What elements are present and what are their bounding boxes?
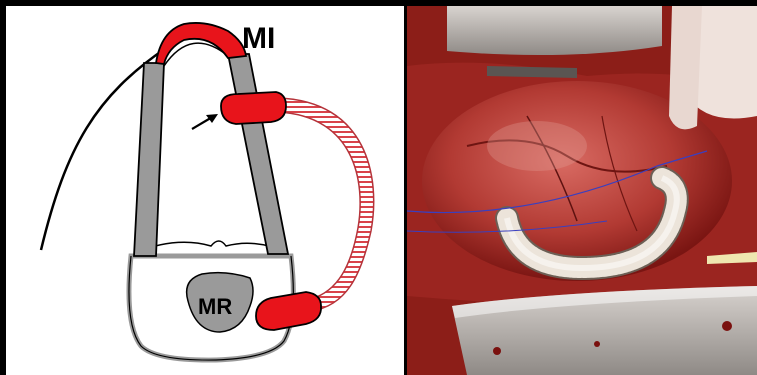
photo-illustration (407, 6, 757, 375)
left-wall (134, 63, 164, 256)
heart-schematic: MI MR (6, 6, 404, 375)
right-wall (228, 54, 288, 254)
mi-label: MI (242, 22, 275, 55)
schematic-panel: MI MR (6, 6, 404, 375)
surgical-photo (407, 6, 757, 375)
anastomosis-top (221, 92, 286, 124)
arrow-icon (192, 114, 218, 129)
mr-label: MR (198, 294, 232, 319)
retractor-top (447, 6, 662, 55)
